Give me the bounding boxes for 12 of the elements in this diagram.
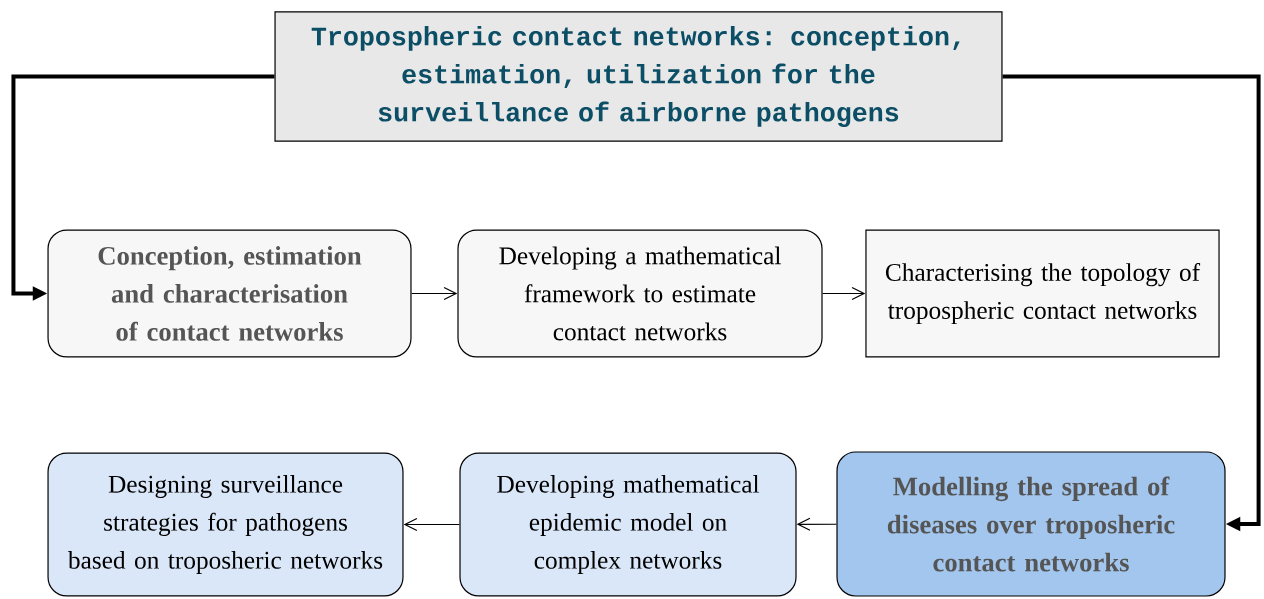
process-box: Characterising the topology of tropospheric contact networks — [865, 229, 1220, 358]
title-box: Tropospheric contact networks: conception, estimation, utilization for the surveillance of airborne pathogens — [274, 11, 1003, 142]
arrow — [822, 286, 866, 301]
process-box: Developing a mathematical framework to estimate contact networks — [457, 229, 823, 358]
process-box: Conception, estimation and characterisation of contact networks — [47, 229, 412, 358]
process-box: Developing mathematical epidemic model on complex networks — [459, 452, 797, 597]
arrow — [403, 517, 460, 532]
arrow — [1002, 74, 1261, 532]
process-box: Designing surveillance strategies for pathogens based on troposheric networks — [47, 452, 404, 597]
process-box: Modelling the spread of diseases over troposheric contact networks — [836, 451, 1226, 597]
arrow — [796, 517, 837, 531]
arrow — [410, 286, 458, 301]
